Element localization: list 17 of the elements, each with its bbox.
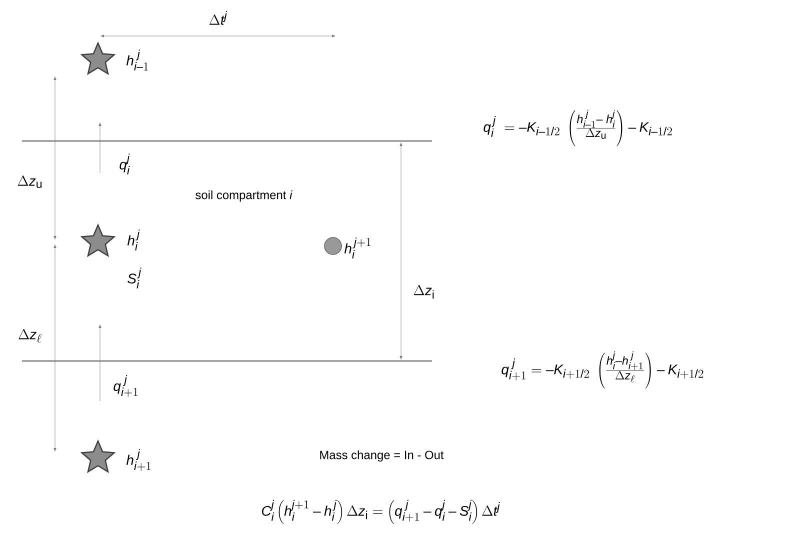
flux-label: $q_i^{j}$ — [120, 154, 130, 174]
variable-label: $h_i^{\,j+1}$ — [344, 238, 371, 258]
variable-label: $S_i^{\,j}$ — [128, 268, 142, 288]
variable-label: $h_{i-1}^{\;j}$ — [126, 50, 148, 70]
flux-label: $q_{i+1}^{\;j}$ — [114, 375, 138, 397]
variable-label: $h_{i+1}^{\;j}$ — [126, 449, 151, 471]
equation: $C_i^{j}\left(h_i^{j+1}-h_i^{\,j}\right)\Delta z_{\mathrm{i}}=\left(q_{i+1}^{\;j}-q_i^{j}-S_i^{j}\right)\Delta t^{j}$ — [262, 500, 500, 524]
dimension-label: $\Delta t^{j}$ — [209, 11, 228, 25]
dimension-label: $\Delta z_{\ell}$ — [18, 328, 42, 343]
note: Mass change = In - Out — [320, 450, 444, 462]
dimension-label: $\Delta z_{\mathrm{u}}$ — [18, 176, 42, 188]
point-marker — [324, 237, 342, 255]
equation: $q_i^{\,j}\;=-K_{i-1/2}\;\left(\frac{h_{i-1}^{\;j}-\;h_i^{j}}{\Delta z_{\mathrm{u}}}\right)-K_{i-1/2}$ — [484, 110, 672, 146]
equation: $q_{i+1}^{\;j}=-K_{i+1/2}\;\left(\frac{h_i^{j}-h_{i+1}^{\;j}}{\Delta z_{\ell}}\right)-K_{i+1/2}$ — [502, 351, 704, 389]
variable-label: $h_i^{\,j}$ — [127, 230, 140, 250]
dimension-label: $\Delta z_{\mathrm{i}}$ — [414, 284, 434, 299]
region-label: soil compartment i — [196, 190, 292, 202]
